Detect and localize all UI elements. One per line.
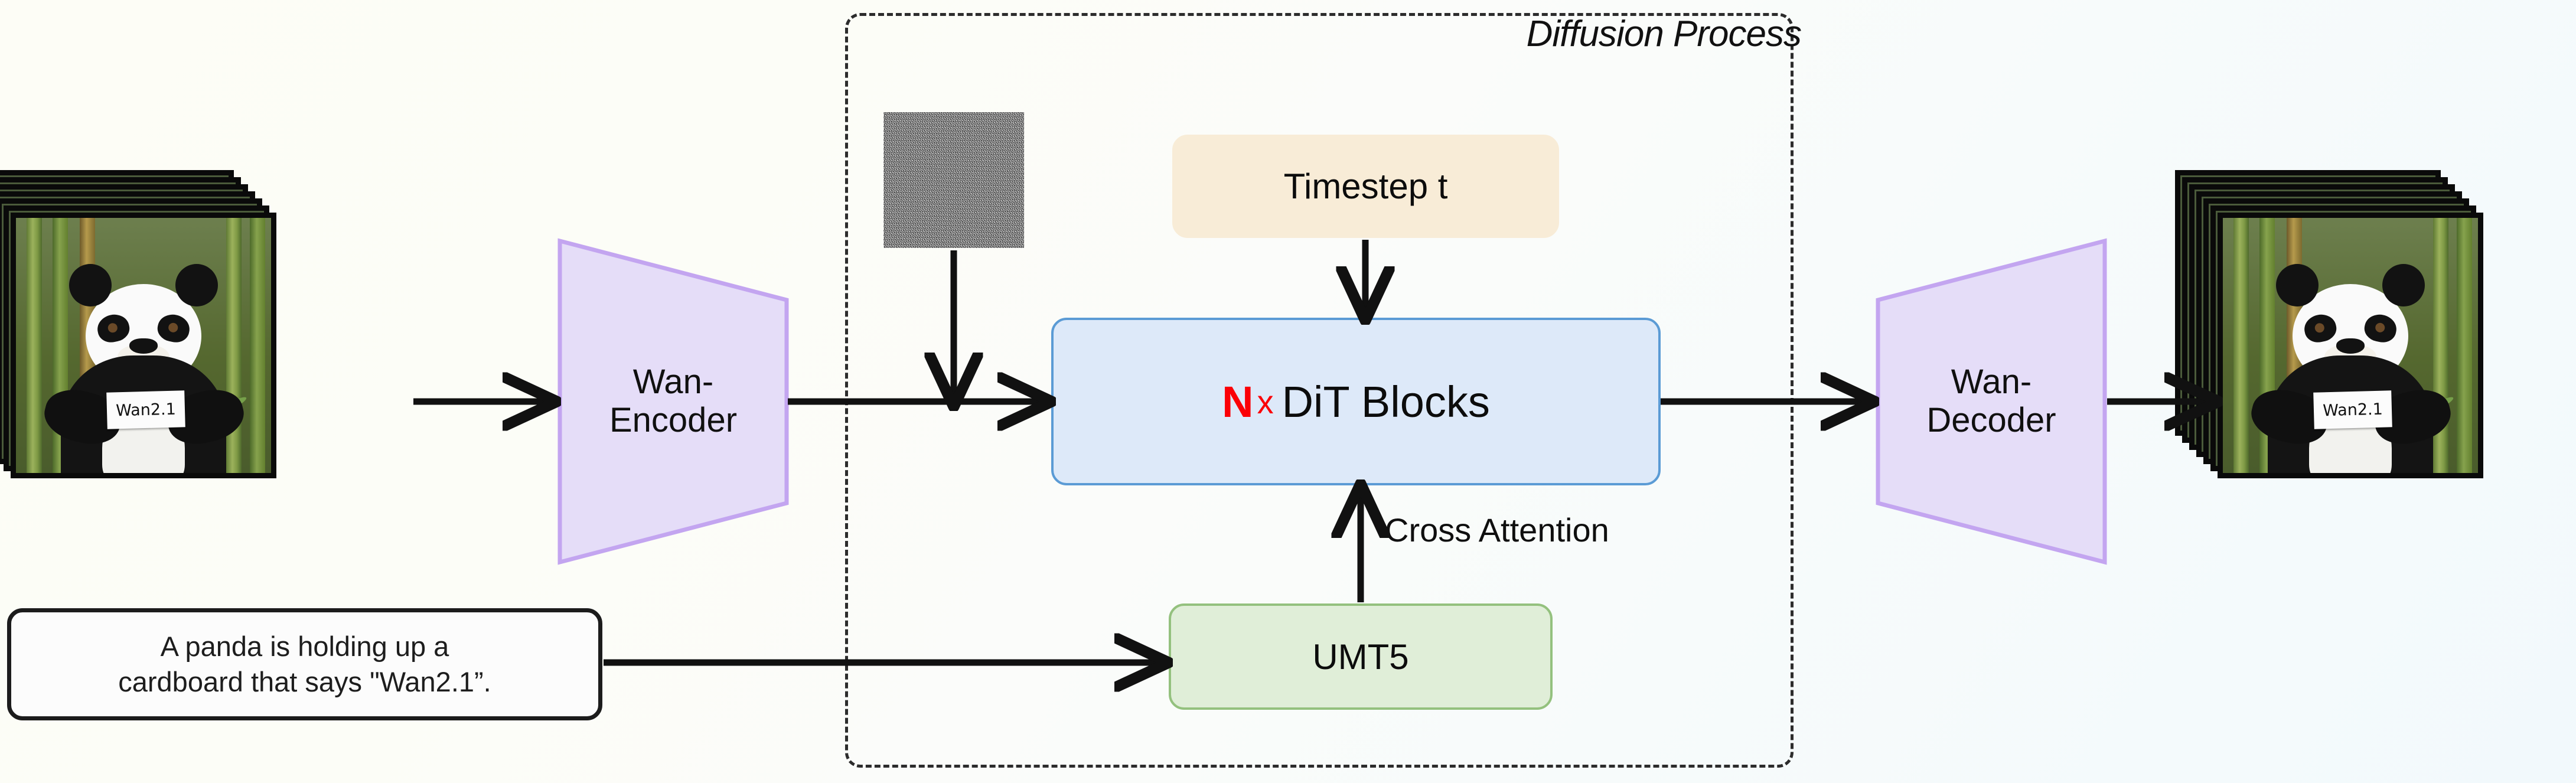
video-frame: Wan2.1 — [11, 213, 276, 478]
umt5-label: UMT5 — [1312, 637, 1409, 677]
wan-encoder-node[interactable]: Wan- Encoder — [555, 236, 791, 567]
panda-scene: Wan2.1 — [2223, 218, 2478, 473]
panda-sign: Wan2.1 — [106, 390, 185, 429]
prompt-line-1: A panda is holding up a — [160, 630, 449, 662]
video-frame: Wan2.1 — [2218, 213, 2483, 478]
umt5-node[interactable]: UMT5 — [1169, 603, 1553, 710]
timestep-label: Timestep t — [1283, 167, 1448, 206]
wan-decoder-node[interactable]: Wan- Decoder — [1873, 236, 2109, 567]
text-prompt-box[interactable]: A panda is holding up a cardboard that s… — [7, 608, 602, 720]
cross-attention-label: Cross Attention — [1385, 511, 1609, 549]
dit-blocks-node[interactable]: N x DiT Blocks — [1051, 318, 1661, 485]
input-video-frame-stack: Wan2.1 — [0, 170, 341, 531]
wan-decoder-shape — [1876, 238, 2107, 565]
output-video-frame-stack: Wan2.1 — [2175, 170, 2548, 531]
panda-scene: Wan2.1 — [16, 218, 271, 473]
diffusion-process-label: Diffusion Process — [1526, 14, 1802, 54]
dit-n-multiplier: N — [1222, 377, 1254, 426]
wan-encoder-shape — [557, 238, 789, 565]
dit-blocks-label: DiT Blocks — [1282, 377, 1490, 426]
dit-times-symbol: x — [1257, 383, 1274, 420]
panda-sign: Wan2.1 — [2313, 390, 2392, 429]
diffusion-process-container — [845, 13, 1794, 768]
prompt-line-2: cardboard that says "Wan2.1”. — [118, 666, 491, 697]
timestep-node[interactable]: Timestep t — [1172, 135, 1559, 238]
gaussian-noise-patch — [883, 112, 1024, 248]
